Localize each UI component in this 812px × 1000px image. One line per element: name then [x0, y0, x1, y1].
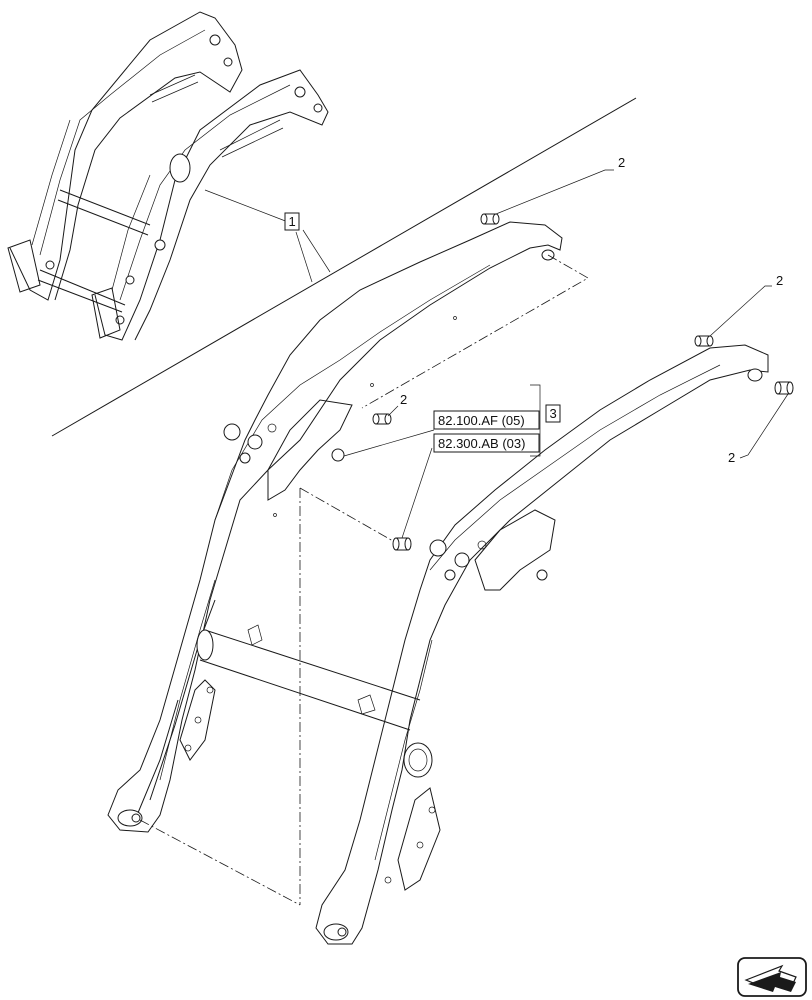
callout-1-leader [204, 189, 331, 283]
assembly-center-lines [139, 254, 589, 906]
callout-2-leaders [387, 169, 789, 459]
bushing-part [372, 413, 392, 425]
loader-overview-thumbnail [7, 11, 329, 341]
next-page-arrow-icon[interactable] [737, 957, 807, 997]
reference-82-300-ab-label: 82.300.AB (03) [438, 436, 525, 451]
reference-leaders [343, 429, 435, 539]
callout-3-box [545, 404, 561, 423]
bushing-seat-left-arm [331, 448, 345, 462]
loader-frame-main [107, 221, 769, 945]
callout-2-label: 2 [728, 450, 735, 465]
callout-2-label: 2 [776, 273, 783, 288]
bushing-part [480, 213, 500, 225]
reference-box-82-300-ab [433, 433, 540, 453]
callout-3-label: 3 [550, 406, 557, 421]
reference-82-100-af-label: 82.100.AF (05) [438, 413, 525, 428]
reference-box-82-100-af [433, 410, 540, 430]
callout-1-box [284, 212, 300, 231]
callout-2-label: 2 [400, 392, 407, 407]
bushing-part [694, 335, 714, 347]
separator-line [51, 97, 637, 437]
bushing-seat-right-tip [747, 368, 763, 382]
callout-2-label: 2 [618, 155, 625, 170]
bushing-part [392, 537, 412, 551]
callout-1-label: 1 [289, 214, 296, 229]
reference-group-bracket [530, 384, 541, 457]
bushing-part [774, 381, 794, 395]
